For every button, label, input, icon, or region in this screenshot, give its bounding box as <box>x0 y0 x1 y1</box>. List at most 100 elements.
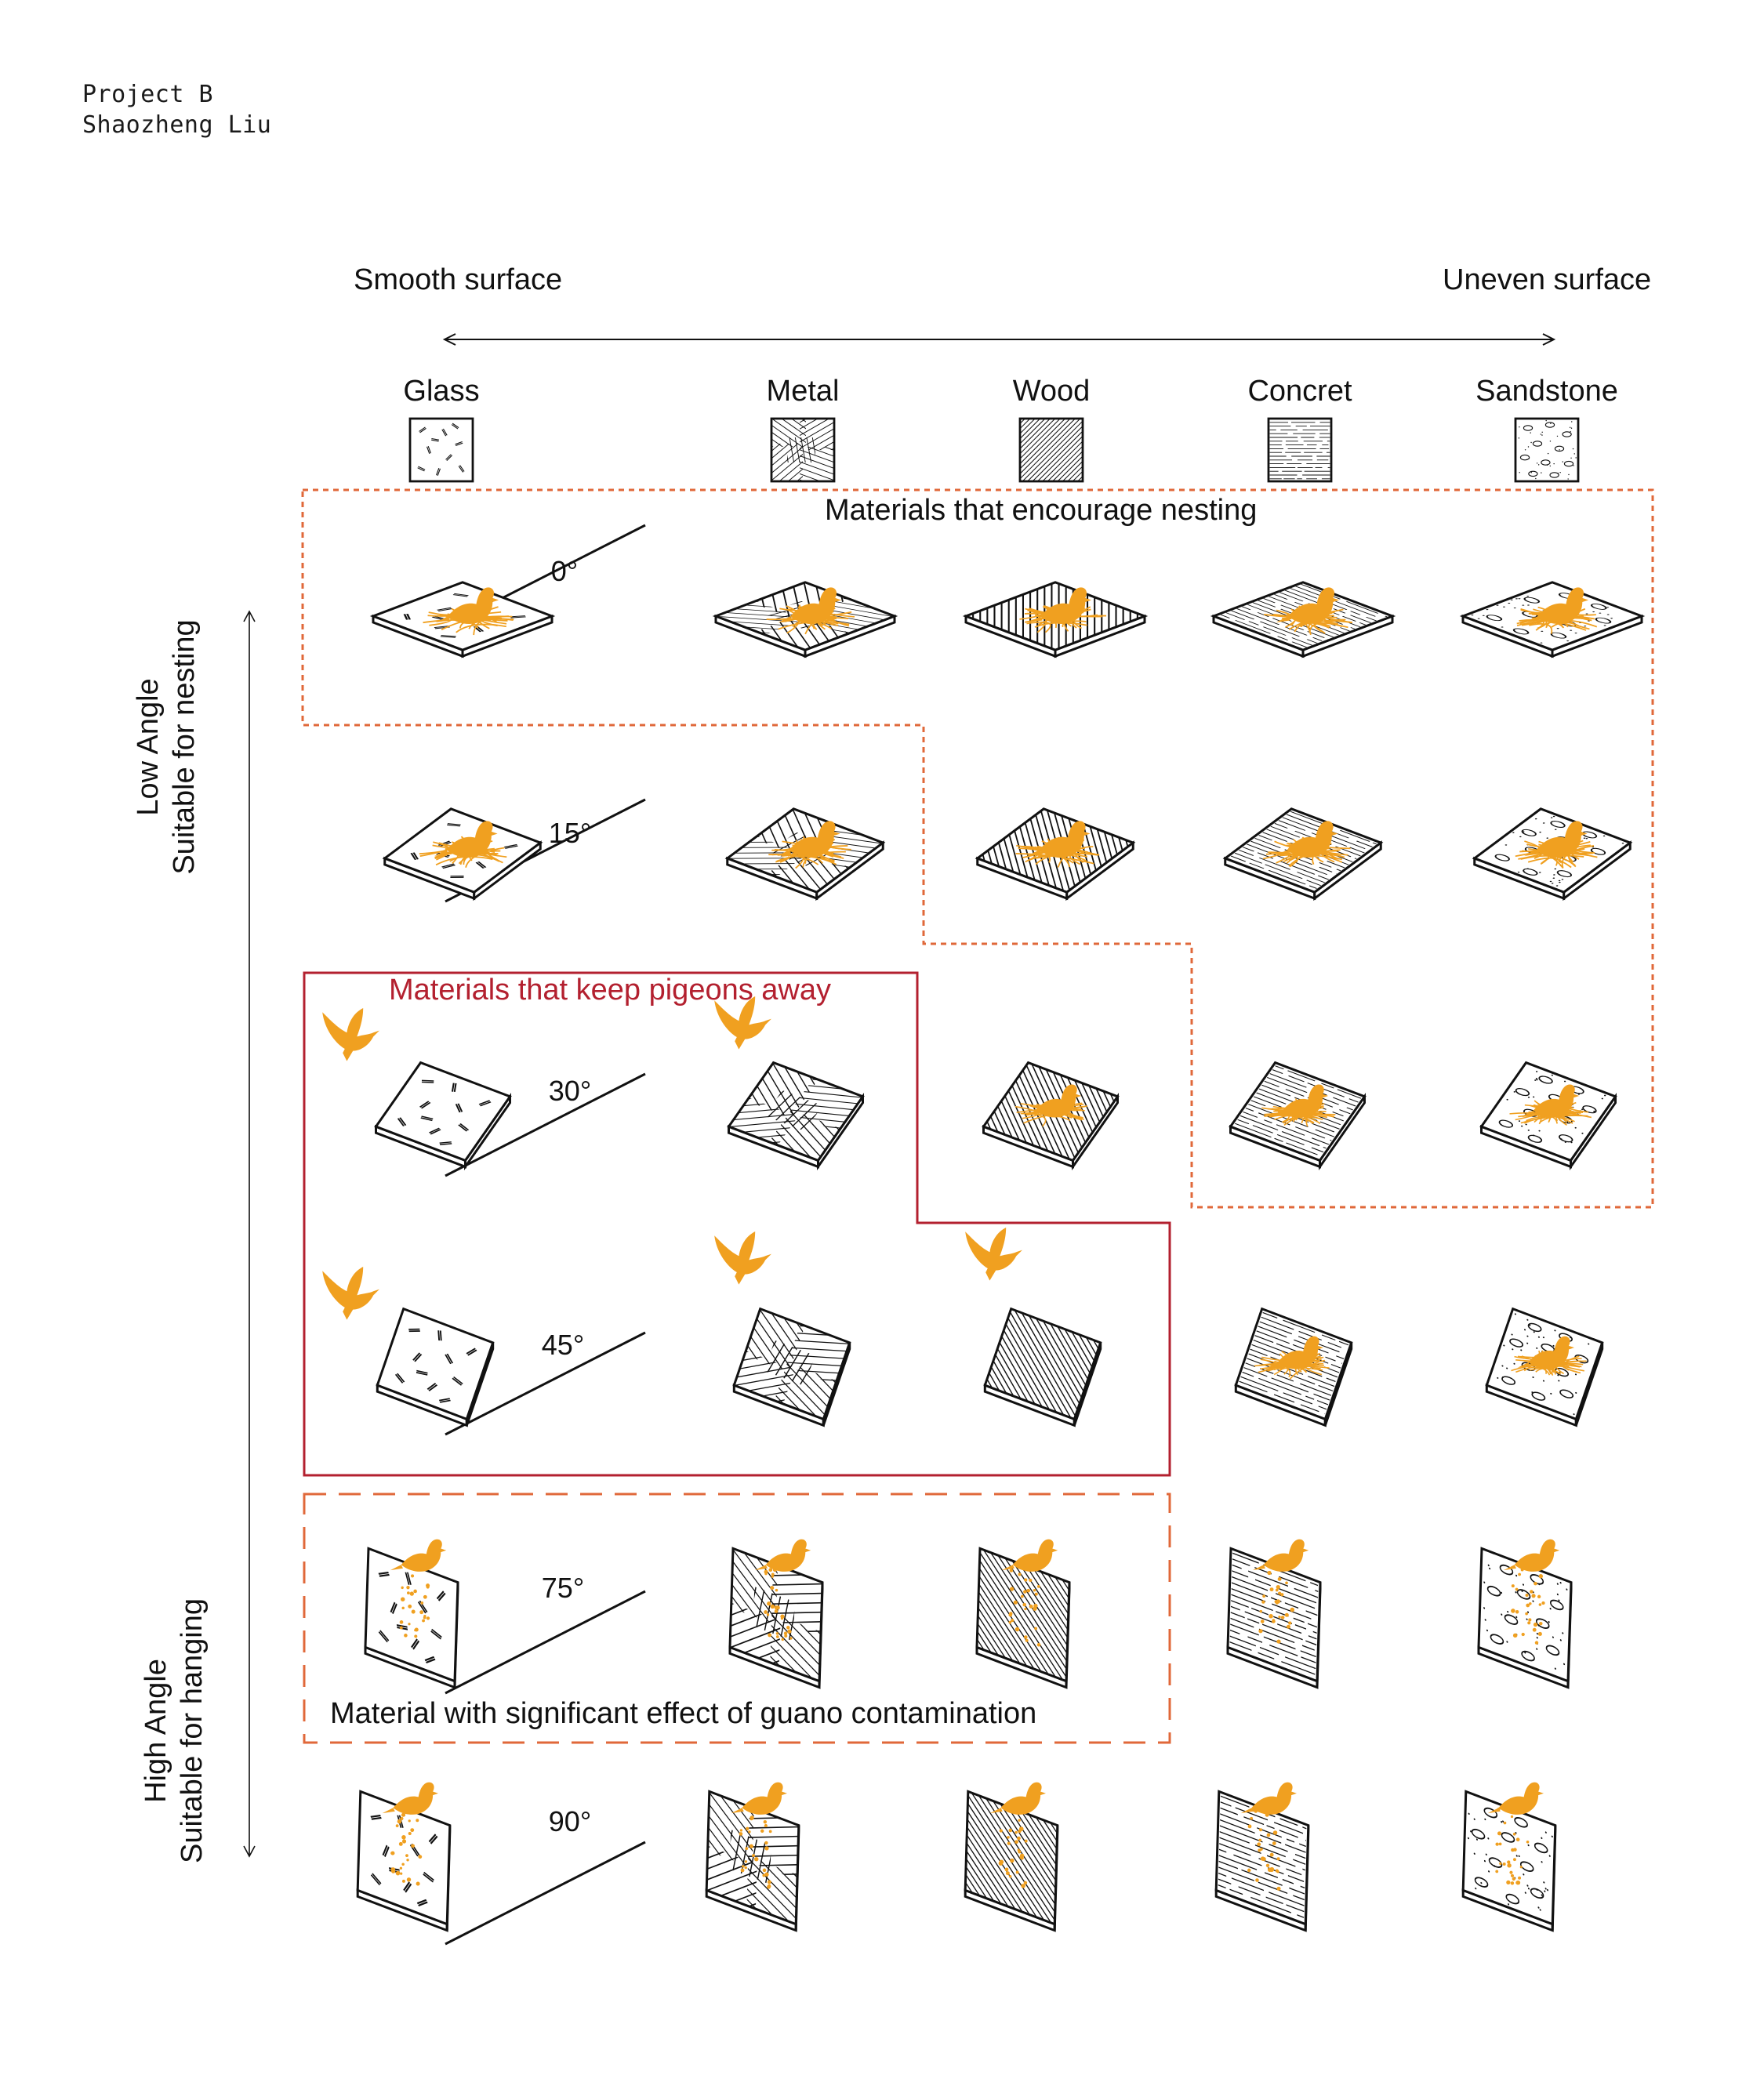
guano-drop <box>768 1568 773 1572</box>
plate-wood-90deg <box>964 1782 1059 1932</box>
arrowhead <box>243 1845 256 1858</box>
guano-drop <box>1257 1842 1261 1847</box>
guano-drop <box>411 1609 416 1614</box>
guano-drop <box>1009 1569 1014 1572</box>
guano-drop <box>1507 1863 1512 1868</box>
material-label-metal: Metal <box>766 375 840 408</box>
guano-drop <box>413 1589 417 1594</box>
material-label-glass: Glass <box>403 375 480 408</box>
guano-drop <box>1010 1858 1014 1863</box>
guano-drop <box>1515 1587 1519 1591</box>
guano-drop <box>401 1597 405 1601</box>
guano-drop <box>401 1606 405 1610</box>
guano-drop <box>1533 1622 1538 1627</box>
guano-drop <box>1277 1577 1282 1581</box>
guano-drop <box>1537 1631 1542 1637</box>
guano-drop <box>1512 1858 1516 1862</box>
uneven-surface-label: Uneven surface <box>1443 263 1652 296</box>
project-title: Project B <box>82 81 214 108</box>
guano-drop <box>745 1847 749 1851</box>
guano-drop <box>1015 1870 1019 1874</box>
guano-drop <box>404 1634 408 1638</box>
plate-metal-90deg <box>705 1782 800 1932</box>
guano-drop <box>1007 1841 1011 1845</box>
guano-drop <box>764 1610 768 1614</box>
guano-drop <box>750 1817 753 1821</box>
guano-drop <box>395 1824 399 1828</box>
guano-drop <box>405 1854 408 1858</box>
nest-icon <box>419 821 507 869</box>
plate-concrete-30deg <box>1229 1061 1367 1171</box>
plate-concrete-15deg <box>1222 807 1384 901</box>
plate-wood-30deg <box>982 1061 1120 1171</box>
nest-icon <box>1015 821 1100 868</box>
guano-drop <box>1265 1863 1270 1868</box>
guano-drop <box>1269 1852 1274 1857</box>
nesting-zone-outline <box>301 488 1654 1209</box>
nesting-pigeon-icon <box>1271 1084 1329 1118</box>
nest-icon <box>768 821 851 869</box>
perched-pigeon-icon <box>390 1539 447 1572</box>
flying-pigeon-icon <box>714 1231 771 1285</box>
guano-drop <box>1025 1638 1029 1642</box>
guano-drop <box>1247 1824 1252 1829</box>
guano-drop <box>1024 1839 1028 1843</box>
guano-drop <box>1024 1635 1028 1639</box>
guano-drop <box>1266 1833 1271 1837</box>
angle-label-15: 15° <box>548 817 592 849</box>
guano-drop <box>1534 1641 1539 1645</box>
guano-drop <box>408 1604 412 1609</box>
guano-drop <box>1007 1836 1010 1839</box>
guano-drop <box>1498 1842 1502 1846</box>
guano-drop <box>1267 1867 1272 1873</box>
nest-icon <box>766 587 855 635</box>
guano-drop <box>1265 1812 1269 1817</box>
guano-drop <box>760 1829 764 1833</box>
guano-drop <box>399 1866 403 1870</box>
arrowhead <box>442 333 456 346</box>
nesting-pigeon-icon <box>1024 1084 1082 1118</box>
guano-drop <box>390 1851 394 1855</box>
plate-glass-0deg <box>369 581 556 658</box>
nesting-zone-caption: Materials that encourage nesting <box>825 494 1258 527</box>
guano-drop <box>1024 1578 1028 1582</box>
guano-drop <box>1272 1841 1276 1845</box>
guano-drop <box>789 1637 793 1640</box>
nest-icon <box>1515 821 1598 869</box>
guano-drop <box>770 1586 775 1591</box>
perched-pigeon-icon <box>1240 1782 1297 1815</box>
guano-drop <box>1008 1828 1013 1833</box>
guano-drop <box>1261 1600 1265 1604</box>
guano-drop <box>1503 1821 1507 1825</box>
guano-drop <box>768 1633 772 1638</box>
guano-drop <box>397 1819 402 1824</box>
guano-zone-outline <box>303 1493 1171 1744</box>
guano-drop <box>1023 1881 1028 1885</box>
guano-drop <box>1276 1886 1281 1891</box>
guano-drop <box>1527 1621 1531 1625</box>
guano-drop <box>1495 1842 1499 1846</box>
guano-drop <box>406 1591 410 1594</box>
guano-drop <box>1272 1830 1278 1835</box>
guano-drop <box>426 1585 430 1589</box>
guano-drop <box>1276 1639 1281 1644</box>
guano-drop <box>414 1634 418 1638</box>
material-swatch-wood <box>1018 417 1084 483</box>
guano-drop <box>423 1594 427 1599</box>
guano-drop <box>1529 1602 1532 1605</box>
guano-drop <box>771 1572 775 1576</box>
guano-drop <box>784 1634 788 1638</box>
guano-drop <box>754 1856 759 1862</box>
guano-drop <box>1537 1594 1541 1599</box>
guano-drop <box>1020 1594 1024 1598</box>
guano-drop <box>1009 1587 1014 1591</box>
plate-glass-30deg <box>374 1061 512 1171</box>
plate-metal-45deg <box>732 1307 851 1427</box>
guano-drop <box>767 1884 771 1888</box>
plate-concrete-75deg <box>1226 1539 1322 1689</box>
guano-drop <box>1285 1581 1288 1585</box>
guano-drop <box>1520 1568 1524 1572</box>
guano-drop <box>1511 1584 1515 1588</box>
guano-drop <box>768 1830 772 1834</box>
guano-drop <box>1269 1613 1273 1619</box>
